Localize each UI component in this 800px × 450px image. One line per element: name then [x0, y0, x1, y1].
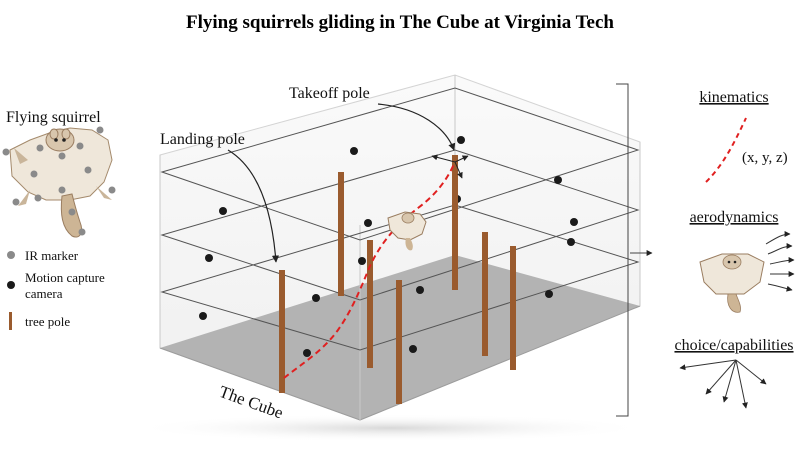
legend-camera-label-line2: camera	[25, 286, 63, 301]
squirrel-label: Flying squirrel	[6, 109, 101, 126]
ir-marker	[84, 166, 92, 174]
camera-layer-middle	[160, 149, 640, 301]
tree-pole-legend-icon	[9, 312, 12, 330]
landing-pole	[279, 270, 285, 393]
aerodynamics-label: aerodynamics	[690, 209, 779, 226]
tree-pole	[396, 280, 402, 404]
camera-legend-icon	[7, 281, 15, 289]
ir-marker	[30, 170, 38, 178]
ir-marker	[2, 148, 10, 156]
camera	[570, 218, 578, 226]
ir-marker	[12, 198, 20, 206]
figure-title: Flying squirrels gliding in The Cube at …	[186, 12, 614, 33]
camera	[312, 294, 320, 302]
ir-marker	[108, 186, 116, 194]
kinematics-label: kinematics	[699, 89, 768, 106]
legend-ir-marker-label: IR marker	[25, 248, 79, 263]
cube-diagram: Landing pole Takeoff pole The Cube	[130, 74, 650, 442]
kinematics-path-icon	[705, 117, 747, 183]
camera-layer-bottom	[160, 204, 640, 351]
camera	[416, 286, 424, 294]
glide-path	[283, 163, 455, 379]
tree-pole	[367, 240, 373, 368]
camera-layers	[160, 87, 640, 351]
ir-marker	[36, 144, 44, 152]
aerodynamics-squirrel-icon	[699, 253, 765, 313]
tree-pole	[482, 232, 488, 356]
choice-arrows-icon	[679, 359, 767, 409]
cube-shadow	[130, 414, 650, 442]
ir-marker	[78, 228, 86, 236]
camera	[457, 136, 465, 144]
ir-marker-legend-icon	[7, 251, 15, 259]
camera	[409, 345, 417, 353]
ir-marker	[76, 142, 84, 150]
legend-camera-label: Motion capture	[25, 270, 105, 285]
takeoff-direction-arrows	[431, 154, 469, 179]
airflow-arrows-icon	[765, 231, 795, 292]
camera	[205, 254, 213, 262]
camera	[303, 349, 311, 357]
left-panel: Flying squirrel	[2, 109, 116, 330]
camera	[219, 207, 227, 215]
ir-markers	[2, 126, 116, 236]
tree-pole	[338, 172, 344, 296]
ir-marker	[96, 126, 104, 134]
legend: IR marker Motion capture camera tree pol…	[7, 248, 105, 330]
summary-bracket	[616, 83, 653, 417]
camera	[350, 147, 358, 155]
camera	[364, 219, 372, 227]
choice-capabilities-label: choice/capabilities	[674, 337, 793, 354]
legend-tree-pole-label: tree pole	[25, 314, 70, 329]
camera-layer-top	[160, 87, 640, 241]
ir-marker	[34, 194, 42, 202]
camera	[567, 238, 575, 246]
takeoff-pole-arrow	[377, 103, 456, 151]
ir-marker	[68, 208, 76, 216]
takeoff-pole	[452, 155, 458, 290]
camera	[554, 176, 562, 184]
landing-pole-label: Landing pole	[160, 131, 245, 148]
kinematics-coordinates: (x, y, z)	[742, 150, 788, 166]
landing-pole-arrow	[227, 149, 280, 263]
squirrel-illustration	[9, 127, 113, 238]
outcomes-panel: kinematics (x, y, z) aerodynamics choice…	[674, 89, 795, 409]
camera	[545, 290, 553, 298]
takeoff-pole-label: Takeoff pole	[289, 85, 370, 102]
camera	[358, 257, 366, 265]
gliding-squirrel-icon	[387, 211, 427, 251]
ir-marker	[58, 152, 66, 160]
ir-marker	[58, 186, 66, 194]
tree-poles	[279, 155, 516, 404]
camera	[199, 312, 207, 320]
tree-pole	[510, 246, 516, 370]
